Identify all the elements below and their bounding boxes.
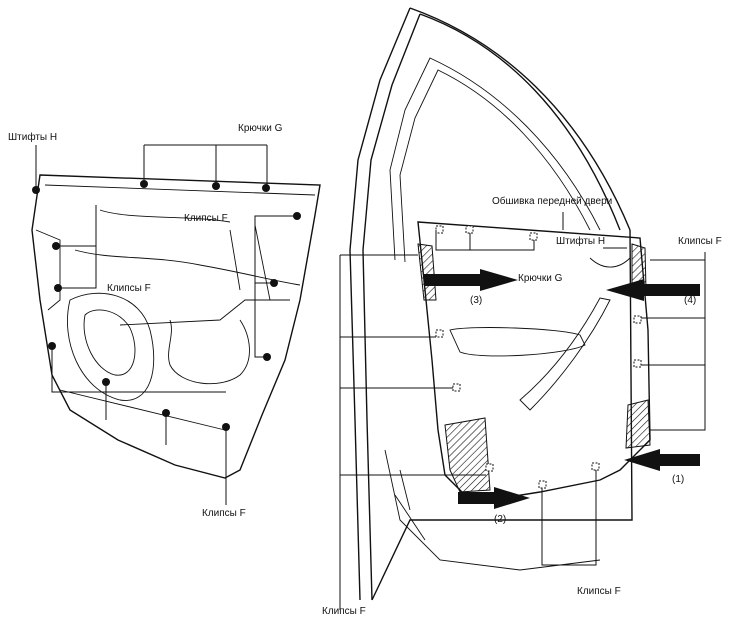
label-clips-f-mid-left: Клипсы F [107, 283, 151, 294]
label-hooks-g-top: Крючки G [238, 123, 283, 134]
speaker-opening [67, 292, 155, 401]
removal-arrows [424, 269, 700, 509]
step-4-label: (4) [684, 295, 696, 306]
door-pull [519, 297, 611, 411]
arrow-4 [606, 279, 700, 301]
label-clips-f-upper-left: Клипсы F [184, 213, 228, 224]
right-leader-lines [339, 212, 706, 610]
step-3-label: (3) [470, 295, 482, 306]
label-pins-h-right: Штифты H [556, 235, 605, 247]
label-trim-title: Обшивка передней двери [492, 195, 612, 207]
arrow-1 [624, 449, 700, 471]
label-clips-f-far-bottom: Клипсы F [322, 606, 366, 617]
right-clip-markers [435, 225, 642, 489]
front-door-trim [417, 221, 651, 501]
label-hooks-g-right: Крючки G [518, 273, 563, 284]
right-door-frame [349, 7, 633, 601]
label-clips-f-right-bottom: Клипсы F [577, 586, 621, 597]
hatched-area-lower-right [625, 399, 651, 449]
arrow-3 [424, 269, 518, 291]
left-door-panel [31, 174, 321, 479]
step-2-label: (2) [494, 514, 506, 525]
armrest [449, 327, 586, 357]
label-clips-f-right-top: Клипсы F [678, 236, 722, 247]
step-1-label: (1) [672, 474, 684, 485]
label-pins-h-left: Штифты H [8, 131, 57, 143]
hatched-area-lower-left [444, 417, 491, 493]
left-leader-lines [35, 144, 297, 505]
label-clips-f-bottom-left: Клипсы F [202, 508, 246, 519]
arrow-2 [458, 487, 530, 509]
hatched-area-upper-left [417, 243, 437, 301]
